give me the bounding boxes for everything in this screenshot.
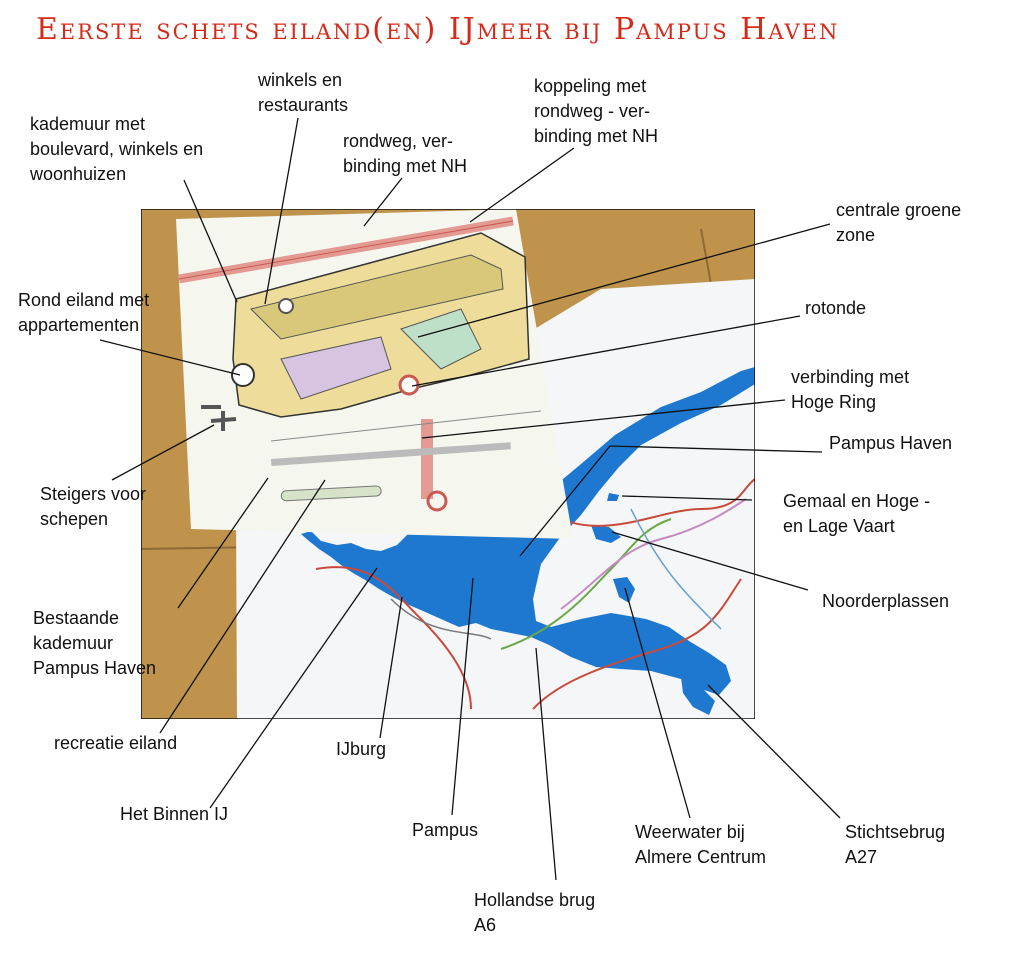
label-winkels: winkels en restaurants	[258, 70, 349, 115]
label-koppeling: koppeling met rondweg - ver- binding met…	[534, 76, 659, 146]
label-pampus-haven: Pampus Haven	[829, 433, 953, 453]
label-steigers: Steigers voor schepen	[40, 484, 147, 529]
label-rotonde: rotonde	[805, 298, 867, 318]
label-pampus: Pampus	[412, 820, 479, 840]
label-stichtsebrug: Stichtsebrug A27	[845, 822, 946, 867]
label-rond-eiland: Rond eiland met appartementen	[18, 290, 150, 335]
page-title: Eerste schets eiland(en) IJmeer bij Pamp…	[36, 12, 840, 47]
label-rondweg: rondweg, ver- binding met NH	[343, 131, 468, 176]
label-bestaande: Bestaande kademuur Pampus Haven	[33, 608, 157, 678]
label-gemaal: Gemaal en Hoge - en Lage Vaart	[783, 491, 931, 536]
label-kademuur: kademuur met boulevard, winkels en woonh…	[30, 114, 204, 184]
label-ijburg: IJburg	[336, 739, 387, 759]
label-weerwater: Weerwater bij Almere Centrum	[635, 822, 767, 867]
label-noorderplassen: Noorderplassen	[822, 591, 950, 611]
label-hoge-ring: verbinding met Hoge Ring	[791, 367, 910, 412]
label-binnen-ij: Het Binnen IJ	[120, 804, 229, 824]
label-hollandse: Hollandse brug A6	[474, 890, 596, 935]
sketch-photo	[141, 209, 755, 719]
label-groene-zone: centrale groene zone	[836, 200, 962, 245]
label-recreatie: recreatie eiland	[54, 733, 178, 753]
